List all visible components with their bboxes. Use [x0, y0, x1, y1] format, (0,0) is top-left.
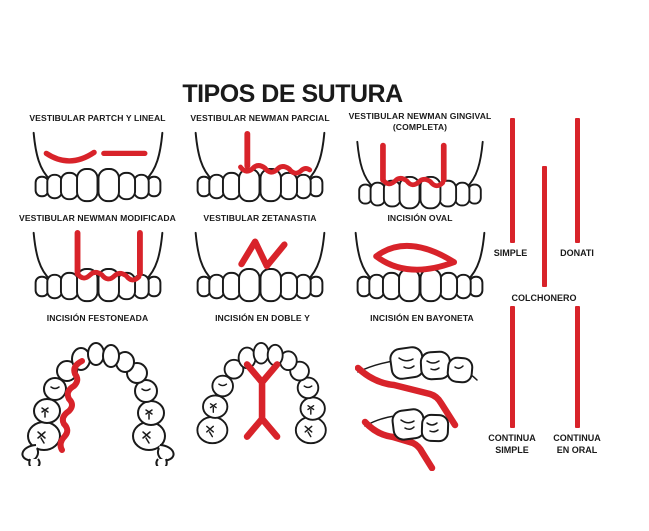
continua-en-oral-suture-line: [575, 306, 580, 428]
dental-arch: [195, 342, 327, 445]
suture-type-label: VESTIBULAR NEWMAN PARCIAL: [190, 113, 330, 123]
cell-incision-en-doble-y: INCISIÓN EN DOBLE Y: [185, 313, 340, 459]
suture-type-label: VESTIBULAR NEWMAN GINGIVAL (COMPLETA): [348, 111, 492, 133]
cell-vestibular-newman-modificada: VESTIBULAR NEWMAN MODIFICADA: [15, 213, 180, 307]
page-title: TIPOS DE SUTURA: [182, 80, 403, 108]
dental-arch: [20, 342, 175, 467]
teeth-row: [34, 168, 161, 203]
suture-mark: [43, 149, 147, 164]
suture-mark: [380, 143, 447, 189]
teeth-row: [356, 268, 484, 303]
suture-type-label: VESTIBULAR NEWMAN MODIFICADA: [18, 213, 176, 223]
colchonero-suture-line: [542, 166, 547, 287]
incision-oval-illustration: [354, 232, 486, 303]
suture-mark: [238, 131, 313, 176]
legend-label-simple: SIMPLE: [493, 248, 528, 258]
legend-label-continua-en-oral: CONTINUA EN ORAL: [553, 433, 601, 456]
suture-mark: [57, 358, 85, 454]
teeth-row: [196, 168, 324, 203]
lower-molar-group: [361, 408, 449, 472]
suture-type-label: INCISIÓN OVAL: [387, 213, 453, 223]
zetanastia-illustration: [194, 232, 326, 303]
cell-vestibular-newman-gingival: VESTIBULAR NEWMAN GINGIVAL (COMPLETA): [345, 111, 495, 214]
cell-incision-en-bayoneta: INCISIÓN EN BAYONETA: [352, 313, 492, 472]
teeth-row: [358, 176, 482, 210]
suture-type-label: VESTIBULAR PARTCH Y LINEAL: [29, 113, 166, 123]
suture-mark: [243, 361, 280, 441]
cell-vestibular-partch-y-lineal: VESTIBULAR PARTCH Y LINEAL: [15, 113, 180, 207]
newman-parcial-illustration: [194, 131, 326, 203]
cell-incision-oval: INCISIÓN OVAL: [345, 213, 495, 307]
teeth-row: [196, 268, 324, 303]
legend-label-colchonero: COLCHONERO: [511, 293, 577, 303]
incision-doble-y-illustration: [195, 342, 327, 445]
cell-incision-festoneada: INCISIÓN FESTONEADA: [15, 313, 180, 467]
donati-suture-line: [575, 118, 580, 243]
incision-bayoneta-illustration: [354, 346, 478, 472]
incision-festoneada-illustration: [20, 342, 175, 467]
suture-mark: [373, 243, 458, 273]
suture-type-label: INCISIÓN EN DOBLE Y: [215, 313, 310, 323]
cell-vestibular-zetanastia: VESTIBULAR ZETANASTIA: [180, 213, 340, 307]
legend-label-donati: DONATI: [560, 248, 594, 258]
simple-suture-line: [510, 118, 515, 243]
partch-lineal-illustration: [32, 132, 163, 203]
suture-type-label: INCISIÓN EN BAYONETA: [370, 313, 474, 323]
suture-mark: [74, 230, 143, 283]
upper-molar-group: [354, 346, 478, 429]
continua-simple-suture-line: [510, 306, 515, 428]
newman-gingival-illustration: [356, 141, 484, 210]
legend-label-continua-simple: CONTINUA SIMPLE: [488, 433, 536, 456]
cell-vestibular-newman-parcial: VESTIBULAR NEWMAN PARCIAL: [180, 113, 340, 207]
suture-type-label: INCISIÓN FESTONEADA: [46, 313, 149, 323]
newman-modificada-illustration: [32, 230, 163, 303]
suture-mark: [238, 238, 288, 270]
suture-type-label: VESTIBULAR ZETANASTIA: [203, 213, 317, 223]
